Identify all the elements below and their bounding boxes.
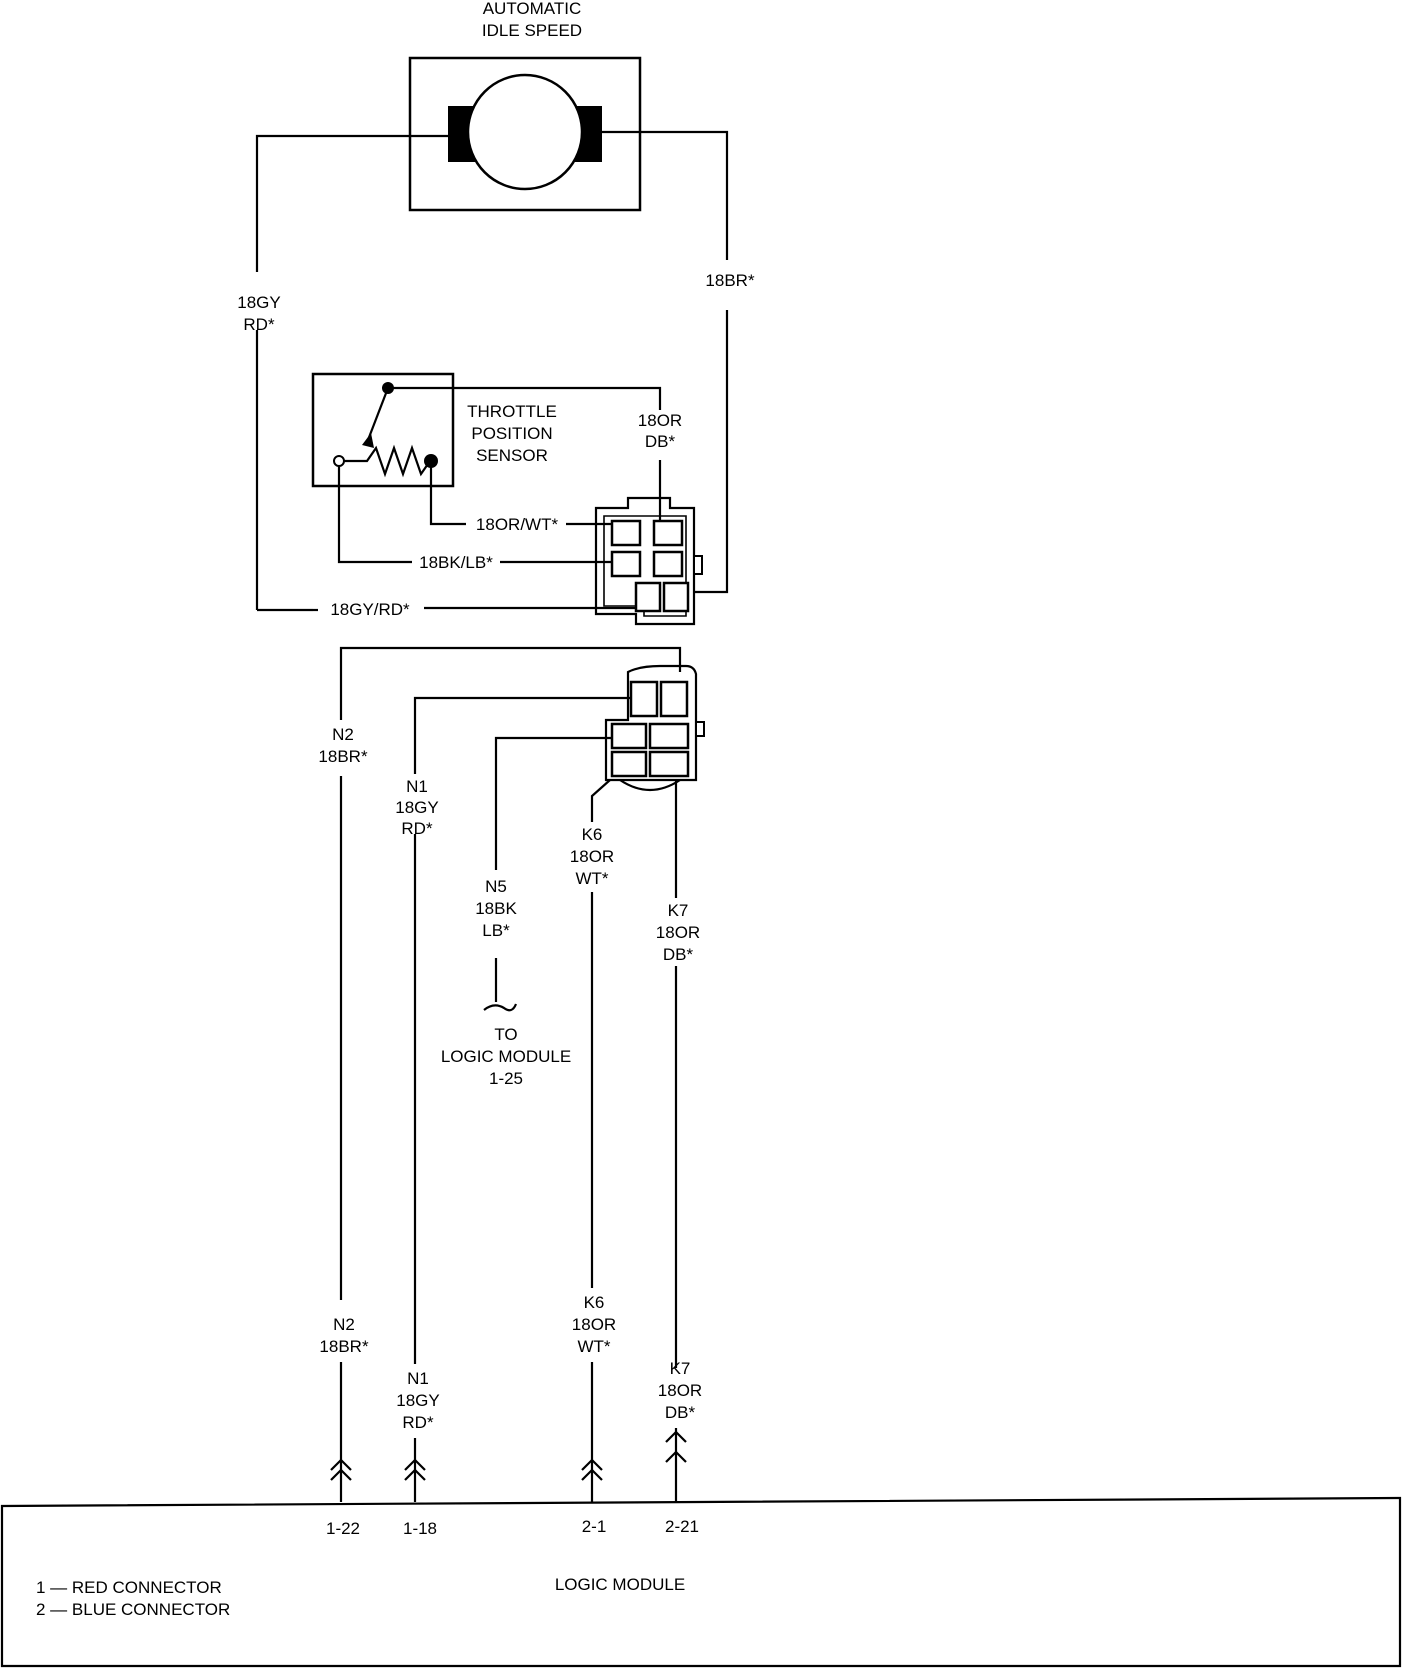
pin-2-21: 2-21 <box>665 1517 699 1536</box>
k6-low-label-2: 18OR <box>572 1315 616 1334</box>
tps-top-wire-label-1: 18OR <box>638 411 682 430</box>
tps-title-line2: POSITION <box>471 424 552 443</box>
module-wire-labels: N2 18BR* N1 18GY RD* K6 18OR WT* K7 18OR… <box>319 1293 702 1502</box>
k7-mid-label-2: 18OR <box>656 923 700 942</box>
n1-mid-label-3: RD* <box>401 819 433 838</box>
ais-left-wire-label-1: 18GY <box>237 293 280 312</box>
n5-mid-label-2: 18BK <box>475 899 517 918</box>
throttle-position-sensor: THROTTLE POSITION SENSOR <box>311 372 557 488</box>
upper-connector <box>594 496 703 626</box>
n2-mid-label-1: N2 <box>332 725 354 744</box>
ais-left-wire-label-2: RD* <box>243 315 275 334</box>
k7-low-label-2: 18OR <box>658 1381 702 1400</box>
k7-low-label-1: K7 <box>670 1359 691 1378</box>
to-module-line1: TO <box>494 1025 517 1044</box>
n5-mid-label-3: LB* <box>482 921 510 940</box>
k7-low-label-3: DB* <box>665 1403 696 1422</box>
n5-mid-label-1: N5 <box>485 877 507 896</box>
ais-right-wire-label: 18BR* <box>705 271 755 290</box>
k6-low-label-1: K6 <box>584 1293 605 1312</box>
pin-2-1: 2-1 <box>582 1517 607 1536</box>
n1-mid-label-2: 18GY <box>395 798 438 817</box>
pin-1-18: 1-18 <box>403 1519 437 1538</box>
tps-top-wire-label-2: DB* <box>645 432 676 451</box>
ais-title-line1: AUTOMATIC <box>483 0 582 18</box>
pin-1-22: 1-22 <box>326 1519 360 1538</box>
legend-blue-connector: 2 — BLUE CONNECTOR <box>36 1600 230 1619</box>
k6-mid-label-3: WT* <box>575 869 608 888</box>
tps-wires: 18OR DB* 18OR/WT* 18BK/LB* 18GY/RD* <box>313 386 682 619</box>
tps-title-line1: THROTTLE <box>467 402 557 421</box>
k6-mid-label-2: 18OR <box>570 847 614 866</box>
lower-connector <box>604 664 705 791</box>
ais-wires: 18GY RD* 18BR* <box>237 130 755 612</box>
logic-module-label: LOGIC MODULE <box>555 1575 685 1594</box>
bk-lb-wire-label: 18BK/LB* <box>419 553 493 572</box>
n1-mid-label-1: N1 <box>406 777 428 796</box>
n2-low-label-2: 18BR* <box>319 1337 369 1356</box>
n1-low-label-3: RD* <box>402 1413 434 1432</box>
n2-mid-label-2: 18BR* <box>318 747 368 766</box>
legend-red-connector: 1 — RED CONNECTOR <box>36 1578 222 1597</box>
ais-title-line2: IDLE SPEED <box>482 21 582 40</box>
terminal-chevrons <box>330 1430 687 1481</box>
harness-wires: N2 18BR* N1 18GY RD* N5 18BK LB* TO LOGI… <box>318 646 700 1368</box>
logic-module: 1-22 1-18 2-1 2-21 LOGIC MODULE 1 — RED … <box>0 1496 1402 1668</box>
ais-motor: AUTOMATIC IDLE SPEED <box>408 0 642 212</box>
n2-low-label-1: N2 <box>333 1315 355 1334</box>
tps-title-line3: SENSOR <box>476 446 548 465</box>
gy-rd-wire-label: 18GY/RD* <box>330 600 410 619</box>
or-wt-wire-label: 18OR/WT* <box>476 515 559 534</box>
k7-mid-label-1: K7 <box>668 901 689 920</box>
n1-low-label-2: 18GY <box>396 1391 439 1410</box>
k6-mid-label-1: K6 <box>582 825 603 844</box>
n1-low-label-1: N1 <box>407 1369 429 1388</box>
to-module-line2: LOGIC MODULE <box>441 1047 571 1066</box>
to-module-line3: 1-25 <box>489 1069 523 1088</box>
k6-low-label-3: WT* <box>577 1337 610 1356</box>
k7-mid-label-3: DB* <box>663 945 694 964</box>
